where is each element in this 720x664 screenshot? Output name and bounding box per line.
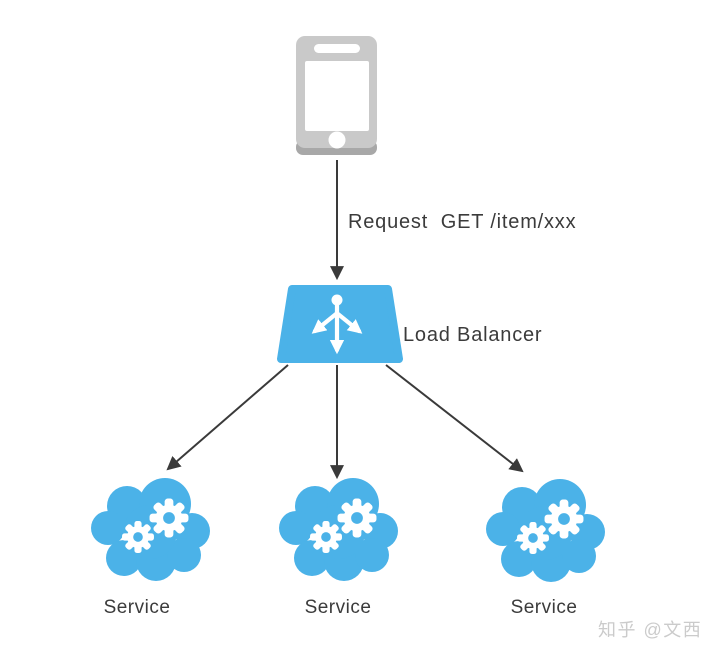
cloud-gears-icon	[486, 479, 605, 582]
load-balancer-label: Load Balancer	[403, 324, 543, 346]
lb-to-service-1-arrow	[166, 364, 289, 471]
lb-to-service-3-arrow	[385, 364, 524, 473]
cloud-gears-icon	[91, 478, 210, 581]
cloud-gears-icon	[279, 478, 398, 581]
service-1-label: Service	[103, 597, 171, 618]
request-edge-label: Request GET /item/xxx	[348, 211, 577, 233]
load-balancer-icon	[277, 285, 403, 363]
service-2-label: Service	[304, 597, 372, 618]
watermark-text: 知乎 @文西	[598, 620, 703, 640]
load-balancer-distribute-glyph	[311, 294, 363, 355]
smartphone-icon	[296, 36, 377, 155]
service-3-label: Service	[510, 597, 578, 618]
